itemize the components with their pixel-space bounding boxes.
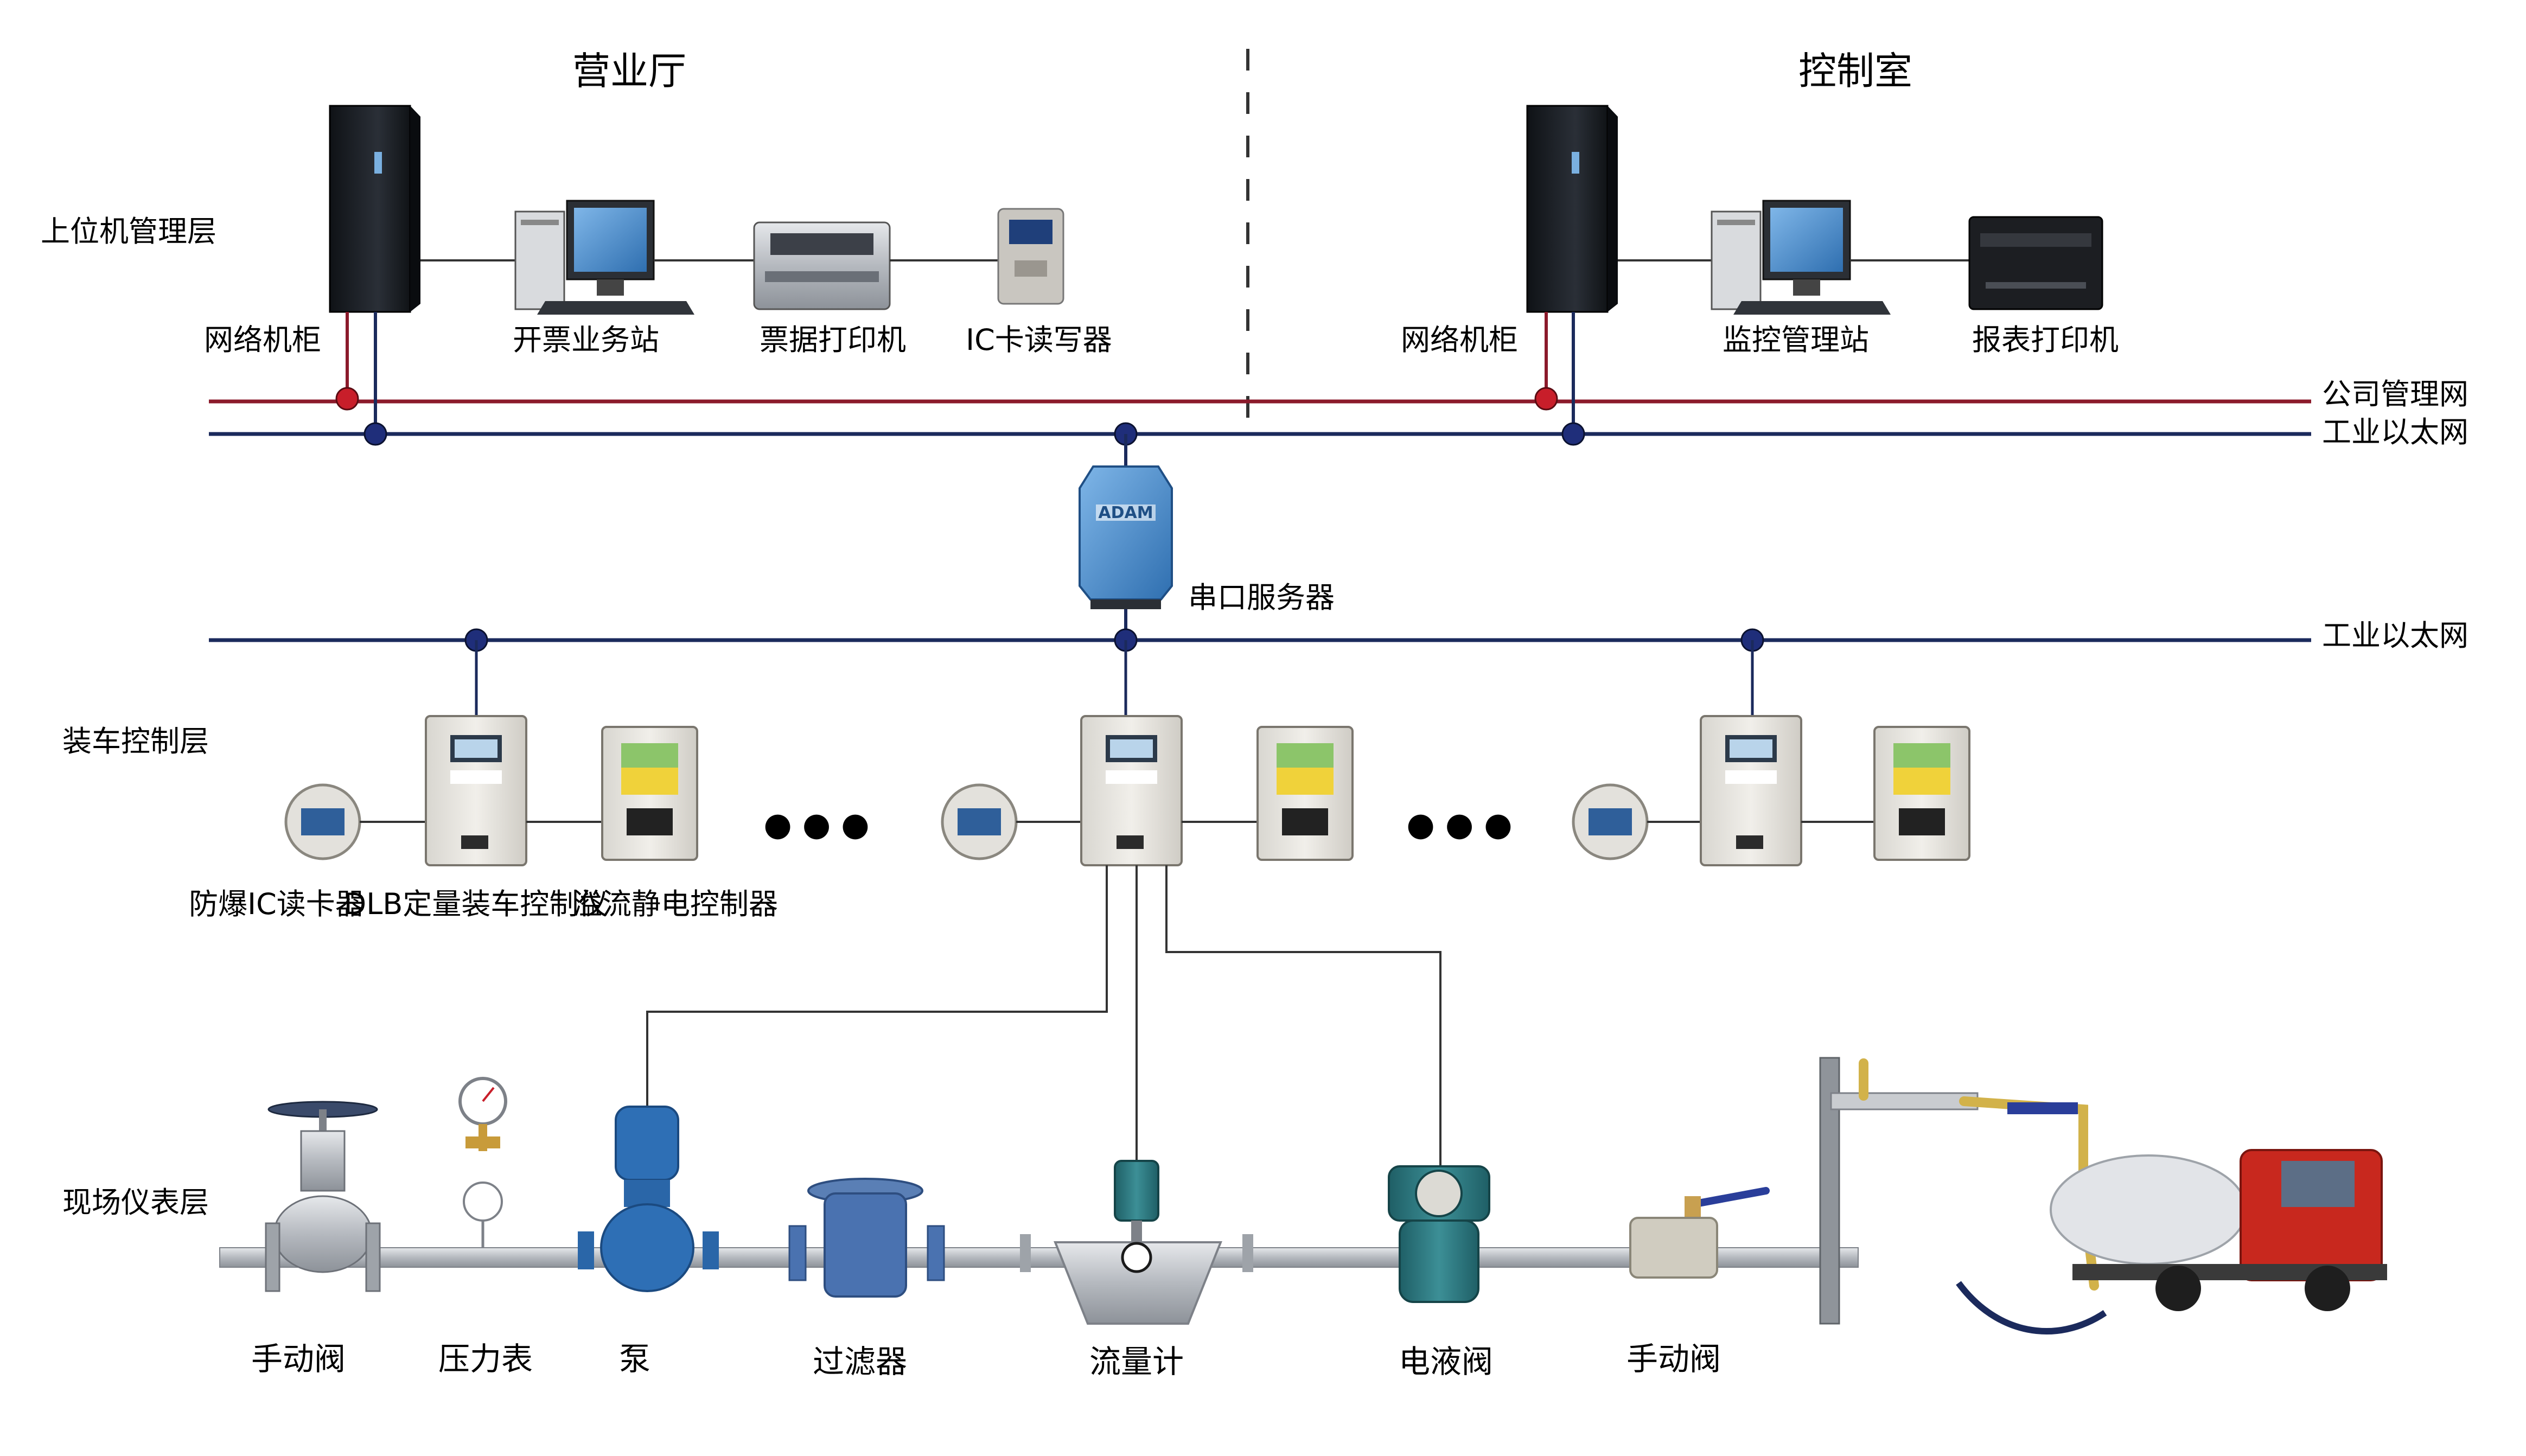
- hall-cabinet-industrial-node: [363, 422, 387, 446]
- ellipsis-2: ● ● ●: [1406, 806, 1512, 844]
- layer-label-loading-control: 装车控制层: [62, 724, 209, 758]
- ticket-station-computer: [514, 200, 694, 315]
- flow-meter: [1020, 1160, 1253, 1325]
- label-report-printer: 报表打印机: [1972, 323, 2119, 357]
- ticket-printer-device: [753, 221, 891, 310]
- ex-ic-reader-2: [941, 783, 1018, 860]
- network-cabinet-control: [1526, 105, 1618, 446]
- label-hydraulic-valve: 电液阀: [1399, 1343, 1493, 1380]
- label-dlb-controller: DLB定量装车控制仪: [344, 887, 608, 921]
- dlb-controller-1: [425, 715, 527, 866]
- wire-to-hydraulic-valve: [1165, 865, 1441, 1166]
- label-hall-cabinet: 网络机柜: [204, 323, 321, 357]
- tanker-truck: [1956, 1149, 2387, 1334]
- serial-server-brand-label: ADAM: [1098, 503, 1153, 522]
- label-ticket-printer: 票据打印机: [760, 323, 906, 357]
- label-ctrl-cabinet: 网络机柜: [1401, 323, 1518, 357]
- network-label-industrial-bottom: 工业以太网: [2322, 618, 2468, 653]
- label-ticket-station: 开票业务站: [513, 323, 659, 357]
- layer-label-field-instrument: 现场仪表层: [62, 1185, 209, 1219]
- loading-arm: [1819, 1057, 2099, 1325]
- monitor-station-computer: [1711, 200, 1891, 315]
- label-filter: 过滤器: [813, 1343, 907, 1380]
- serial-server-device: ADAM: [1079, 465, 1173, 609]
- manual-valve-1: [265, 1101, 381, 1292]
- layer-label-host-management: 上位机管理层: [41, 214, 216, 248]
- label-monitor-station: 监控管理站: [1723, 323, 1869, 357]
- ellipsis-1: ● ● ●: [763, 806, 869, 844]
- dlb-controller-3: [1700, 715, 1802, 866]
- label-manual-valve-2: 手动阀: [1626, 1340, 1721, 1377]
- label-serial-server: 串口服务器: [1188, 580, 1335, 615]
- ex-ic-reader-3: [1572, 783, 1649, 860]
- wire-to-pump: [646, 865, 1108, 1112]
- network-label-industrial-top: 工业以太网: [2322, 415, 2468, 449]
- main-pipeline: [219, 1247, 1859, 1268]
- label-pressure-gauge: 压力表: [438, 1340, 533, 1377]
- hall-cabinet-company-node: [335, 387, 359, 411]
- label-pump: 泵: [619, 1340, 650, 1377]
- hydraulic-valve: [1388, 1165, 1490, 1303]
- manual-valve-2: [1629, 1187, 1770, 1279]
- zone-title-control-room: 控制室: [1798, 49, 1912, 93]
- network-cabinet-hall: [329, 105, 420, 446]
- ic-writer-device: [997, 208, 1064, 305]
- filter: [788, 1178, 945, 1298]
- report-printer-device: [1968, 216, 2103, 310]
- zone-title-business-hall: 营业厅: [572, 49, 686, 93]
- label-manual-valve-1: 手动阀: [251, 1340, 346, 1377]
- ex-ic-reader-1: [284, 783, 361, 860]
- overflow-controller-1: [601, 726, 698, 861]
- pressure-gauge: [458, 1077, 507, 1248]
- overflow-controller-2: [1256, 726, 1354, 861]
- ctrl-cabinet-company-node: [1534, 387, 1558, 411]
- dlb-controller-2: [1080, 715, 1183, 866]
- label-flow-meter: 流量计: [1089, 1343, 1184, 1380]
- label-overflow-controller: 溢流静电控制器: [573, 887, 778, 921]
- overflow-controller-3: [1873, 726, 1970, 861]
- label-ic-writer: IC卡读写器: [966, 323, 1112, 357]
- label-ex-ic-reader: 防爆IC读卡器: [189, 887, 365, 921]
- ctrl-cabinet-industrial-node: [1561, 422, 1585, 446]
- pump: [578, 1106, 719, 1292]
- network-label-company-mgmt: 公司管理网: [2322, 377, 2468, 411]
